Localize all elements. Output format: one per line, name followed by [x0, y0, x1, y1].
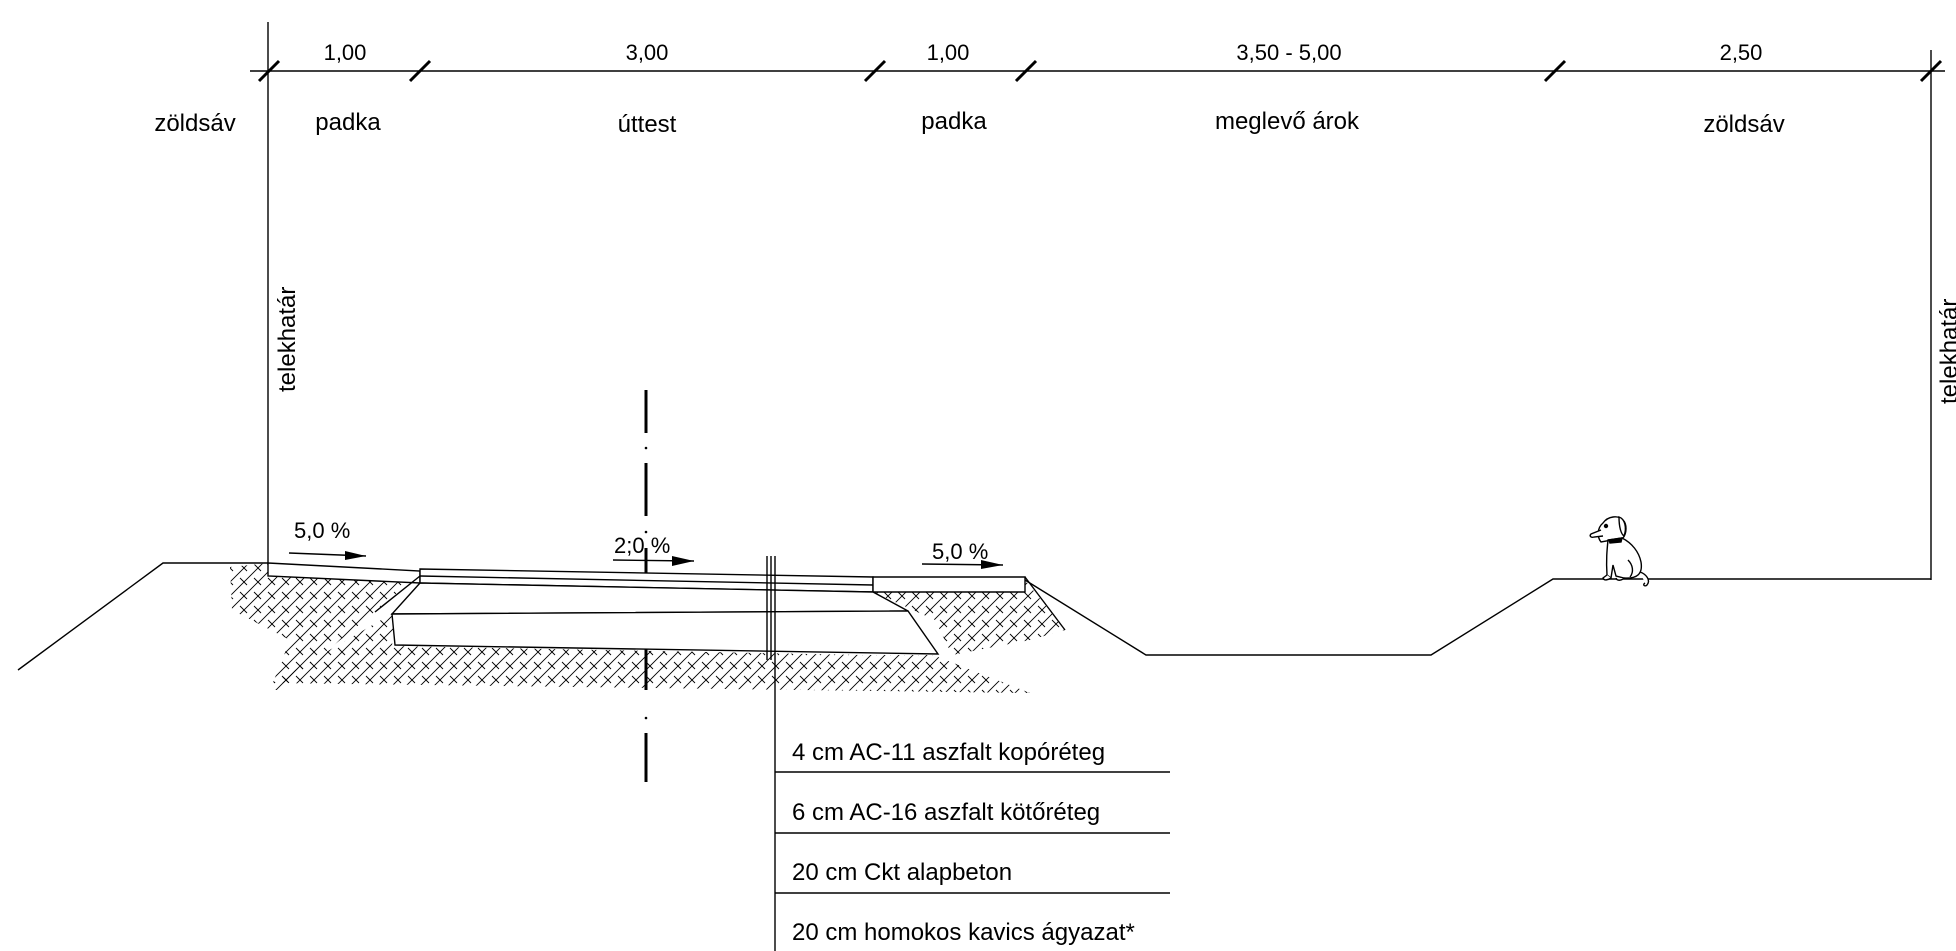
arrow-right-icon	[612, 556, 695, 566]
dimension-value-2: 3,00	[626, 40, 669, 65]
layer-label-base-concrete: 20 cm Ckt alapbeton	[792, 859, 1012, 886]
arrow-right-icon	[921, 560, 1004, 569]
property-lines: telekhatár telekhatár	[267, 22, 1956, 580]
dimension-ticks	[257, 59, 1943, 83]
slope-label-right-shoulder: 5,0 %	[932, 539, 988, 564]
soil-hatch-right	[873, 580, 1065, 655]
soil-hatch-bottom	[273, 612, 1030, 693]
slope-label-left-shoulder: 5,0 %	[294, 518, 350, 543]
pavement-structure	[267, 562, 1066, 655]
zone-label-right-green: zöldsáv	[1703, 111, 1784, 138]
terrain-profile	[17, 562, 1931, 671]
soil-hatch-left	[230, 563, 420, 690]
slope-label-roadway: 2;0 %	[614, 533, 670, 558]
soil-hatching	[230, 563, 1065, 693]
dimension-value-5: 2,50	[1720, 40, 1763, 65]
zone-label-left-shoulder: padka	[315, 109, 381, 136]
arrow-right-icon	[288, 551, 367, 560]
dimension-value-3: 1,00	[927, 40, 970, 65]
dog-figure-icon	[1589, 516, 1650, 587]
dimension-value-1: 1,00	[324, 40, 367, 65]
zone-label-right-shoulder: padka	[921, 108, 987, 135]
zone-label-left-green: zöldsáv	[154, 110, 235, 137]
zone-label-roadway: úttest	[618, 111, 677, 138]
layer-label-gravel-bed: 20 cm homokos kavics ágyazat*	[792, 919, 1135, 946]
layer-label-binder-course: 6 cm AC-16 aszfalt kötőréteg	[792, 799, 1100, 826]
right-shoulder-body	[872, 576, 1026, 593]
layer-callouts: 4 cm AC-11 aszfalt kopóréteg 6 cm AC-16 …	[766, 556, 1170, 951]
gravel-bed-course	[391, 610, 940, 655]
dimension-line: 1,00 3,00 1,00 3,50 - 5,00 2,50	[250, 40, 1945, 83]
layer-label-wearing-course: 4 cm AC-11 aszfalt kopóréteg	[792, 739, 1105, 766]
property-line-label-right: telekhatár	[1936, 299, 1956, 404]
dimension-value-4: 3,50 - 5,00	[1236, 40, 1341, 65]
slope-annotations: 5,0 % 2;0 % 5,0 %	[288, 518, 1004, 569]
zone-label-ditch: meglevő árok	[1215, 108, 1360, 135]
zone-labels: zöldsáv padka úttest padka meglevő árok …	[154, 108, 1784, 138]
property-line-label-left: telekhatár	[274, 287, 301, 392]
